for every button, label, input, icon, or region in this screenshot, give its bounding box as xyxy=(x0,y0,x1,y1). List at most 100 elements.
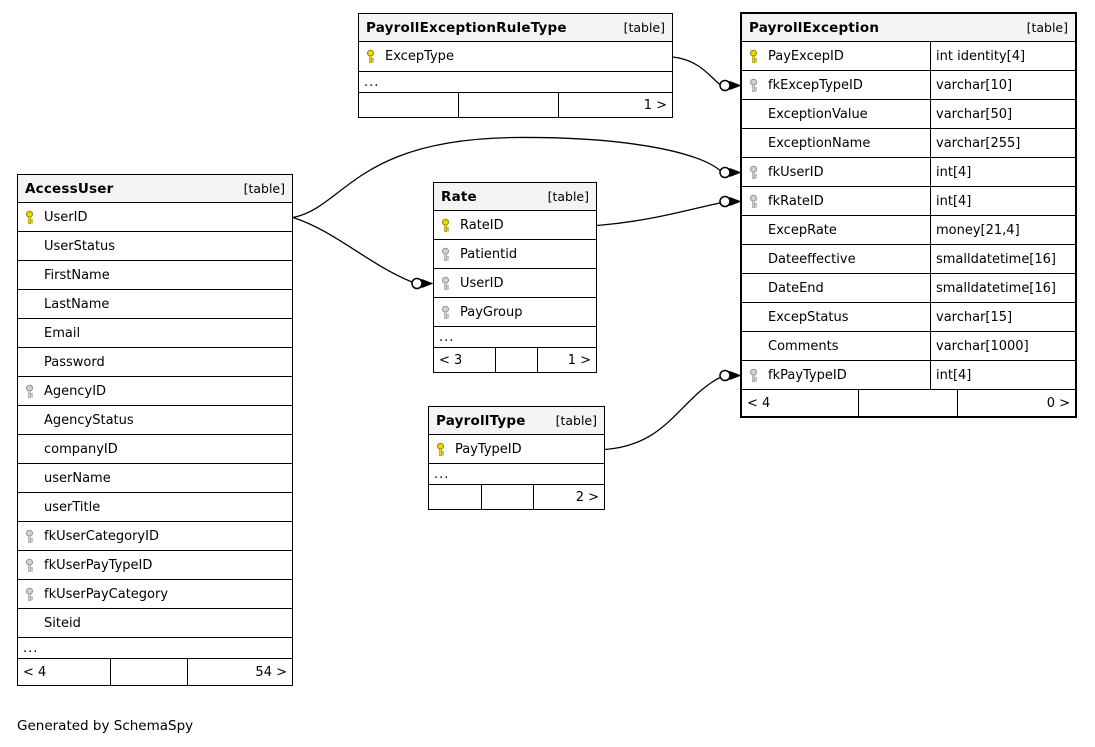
footer-child-count: 0 > xyxy=(1046,395,1070,411)
column-name: Comments xyxy=(768,338,839,354)
column-name: Patientid xyxy=(460,246,518,262)
table-row: userName xyxy=(18,464,292,493)
column-name: ExcepRate xyxy=(768,222,837,238)
table-row: fkExcepTypeID varchar[10] xyxy=(742,71,1075,100)
relationship-accessuser-userid-to-rate-userid xyxy=(292,216,434,290)
more-columns-indicator: ... xyxy=(18,638,292,659)
table-row: ExceptionValue varchar[50] xyxy=(742,100,1075,129)
table-title: Rate xyxy=(441,188,477,205)
table-row: ExcepStatus varchar[15] xyxy=(742,303,1075,332)
table-row: AgencyID xyxy=(18,377,292,406)
column-type: varchar[50] xyxy=(936,106,1013,122)
table-footer: < 4 0 > xyxy=(742,390,1075,416)
table-header: Rate [table] xyxy=(434,183,596,211)
table-type-badge: [table] xyxy=(623,20,665,35)
column-name: ExceptionName xyxy=(768,135,871,151)
footer-child-count: 1 > xyxy=(567,352,591,368)
column-name: AgencyID xyxy=(44,383,107,399)
table-row: RateID xyxy=(434,211,596,240)
column-name: Email xyxy=(44,325,81,341)
column-type: varchar[15] xyxy=(936,309,1013,325)
column-name: LastName xyxy=(44,296,110,312)
column-name: fkRateID xyxy=(768,193,824,209)
column-type: varchar[10] xyxy=(936,77,1013,93)
column-name: UserID xyxy=(44,209,88,225)
table-row: fkUserPayTypeID xyxy=(18,551,292,580)
table-row: Siteid xyxy=(18,609,292,638)
generator-credit: Generated by SchemaSpy xyxy=(17,718,194,734)
footer-middle-cell xyxy=(459,93,560,117)
column-name: RateID xyxy=(460,217,504,233)
table-row: UserID xyxy=(18,203,292,232)
table-row: Comments varchar[1000] xyxy=(742,332,1075,361)
column-type: int identity[4] xyxy=(936,48,1026,64)
table-footer: < 4 54 > xyxy=(18,659,292,685)
table-row: Password xyxy=(18,348,292,377)
column-name: companyID xyxy=(44,441,118,457)
table-title: PayrollType xyxy=(436,412,526,429)
column-name: UserID xyxy=(460,275,504,291)
primary-key-icon xyxy=(742,49,768,64)
column-type: int[4] xyxy=(936,193,972,209)
table-row: FirstName xyxy=(18,261,292,290)
footer-middle-cell xyxy=(496,348,538,372)
table-row: ExcepType xyxy=(359,42,672,72)
table-row: PayTypeID xyxy=(429,435,604,464)
more-columns-indicator: ... xyxy=(429,464,604,485)
table-title: AccessUser xyxy=(25,180,114,197)
column-name: ExcepStatus xyxy=(768,309,849,325)
column-name: userName xyxy=(44,470,111,486)
footer-parent-count: < 3 xyxy=(434,348,496,372)
column-name: ExceptionValue xyxy=(768,106,868,122)
foreign-key-icon xyxy=(434,247,460,262)
table-header: PayrollType [table] xyxy=(429,407,604,435)
column-name: DateEnd xyxy=(768,280,824,296)
table-type-badge: [table] xyxy=(1026,20,1068,35)
table-footer: < 3 1 > xyxy=(434,348,596,372)
table-columns: PayTypeID xyxy=(429,435,604,464)
footer-child-count: 54 > xyxy=(255,664,287,680)
table-row: AgencyStatus xyxy=(18,406,292,435)
primary-key-icon xyxy=(18,210,44,225)
more-columns-indicator: ... xyxy=(434,327,596,348)
table-payrollexception[interactable]: PayrollException [table] PayExcepID int i… xyxy=(740,12,1077,418)
primary-key-icon xyxy=(359,49,385,64)
column-name: PayGroup xyxy=(460,304,523,320)
column-name: fkExcepTypeID xyxy=(768,77,863,93)
table-row: fkUserPayCategory xyxy=(18,580,292,609)
more-columns-indicator: ... xyxy=(359,72,672,93)
footer-child-count: 2 > xyxy=(575,489,599,505)
table-header: PayrollExceptionRuleType [table] xyxy=(359,14,672,42)
table-header: AccessUser [table] xyxy=(18,175,292,203)
table-title: PayrollException xyxy=(749,19,880,36)
table-row: UserStatus xyxy=(18,232,292,261)
table-columns: ExcepType xyxy=(359,42,672,72)
table-row: userTitle xyxy=(18,493,292,522)
primary-key-icon xyxy=(429,442,455,457)
table-row: Patientid xyxy=(434,240,596,269)
column-type: smalldatetime[16] xyxy=(936,280,1056,296)
column-name: userTitle xyxy=(44,499,101,515)
foreign-key-icon xyxy=(434,305,460,320)
table-type-badge: [table] xyxy=(547,189,589,204)
table-row: fkRateID int[4] xyxy=(742,187,1075,216)
table-row: companyID xyxy=(18,435,292,464)
footer-parent-count: < 4 xyxy=(742,390,859,416)
column-type: int[4] xyxy=(936,164,972,180)
footer-middle-cell xyxy=(482,485,534,509)
column-name: fkUserPayCategory xyxy=(44,586,169,602)
table-payrollexceptionruletype[interactable]: PayrollExceptionRuleType [table] ExcepTy… xyxy=(358,13,673,118)
relationship-ruletype-excepttype-to-fkexceptypeid xyxy=(672,56,742,92)
table-payrolltype[interactable]: PayrollType [table] PayTypeID ... 2 > xyxy=(428,406,605,510)
column-type: varchar[1000] xyxy=(936,338,1029,354)
column-name: PayExcepID xyxy=(768,48,844,64)
table-row: Email xyxy=(18,319,292,348)
column-name: fkUserCategoryID xyxy=(44,528,159,544)
foreign-key-icon xyxy=(742,165,768,180)
